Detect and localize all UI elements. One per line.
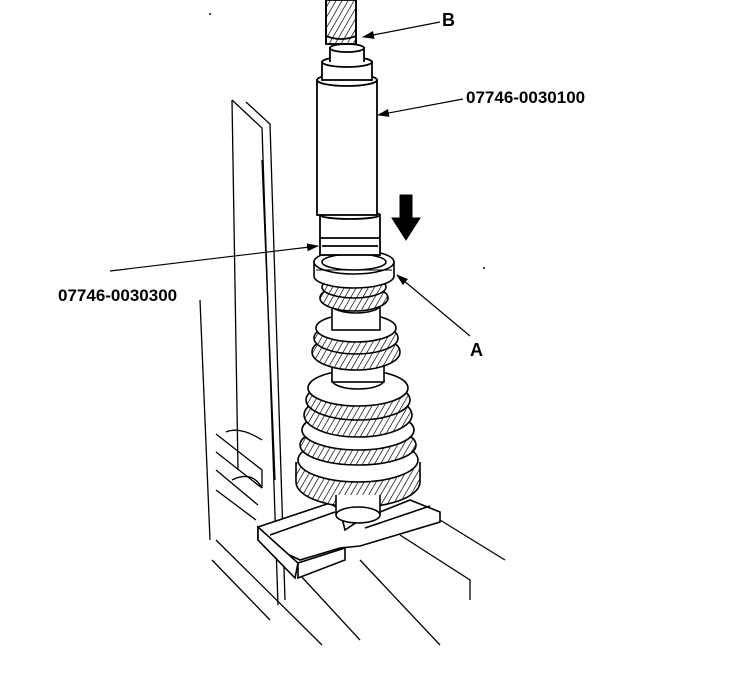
arrow-down-icon [391, 194, 421, 241]
press-table [211, 429, 506, 646]
callout-driver-part-number: 07746-0030100 [466, 88, 586, 107]
driver-tool [316, 0, 381, 256]
press-frame [199, 99, 286, 606]
leader-lines [109, 21, 471, 337]
callout-b: B [442, 10, 455, 30]
gear-stack [295, 249, 421, 524]
support-blocks [257, 499, 441, 580]
callout-attachment-part-number: 07746-0030300 [58, 286, 178, 305]
callout-a: A [470, 340, 483, 360]
